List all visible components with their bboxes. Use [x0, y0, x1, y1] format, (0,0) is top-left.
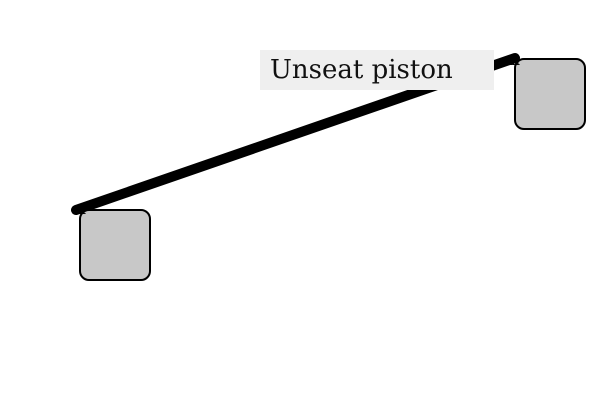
left-node[interactable]	[79, 209, 151, 281]
left-node-port-glyph: ш	[73, 202, 87, 218]
right-node[interactable]	[514, 58, 586, 130]
right-node-port-glyph: ш	[507, 53, 521, 69]
edge-label[interactable]: Unseat piston	[260, 50, 494, 90]
